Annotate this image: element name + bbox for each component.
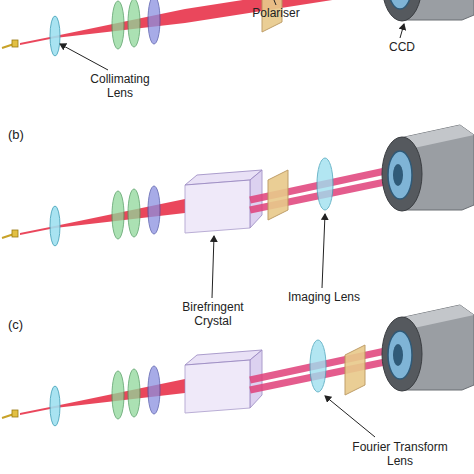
part-label: CCD (382, 40, 422, 54)
part-label: Collimating Lens (82, 72, 158, 100)
birefringent-crystal (185, 170, 390, 233)
ccd-camera (382, 125, 474, 211)
source-and-lenses (2, 0, 185, 56)
source-and-lenses (2, 186, 185, 246)
panel-b (2, 125, 474, 246)
panel-a (2, 0, 474, 56)
polariser (268, 170, 288, 220)
panel-c (2, 305, 474, 426)
leader-line (60, 44, 108, 70)
part-label: Fourier Transform Lens (340, 440, 460, 468)
imaging-lens (317, 158, 333, 210)
panel-tag: (c) (8, 318, 42, 332)
panel-tag: (b) (8, 128, 42, 142)
source-and-lenses (2, 366, 185, 426)
ccd-camera (382, 0, 474, 21)
leader-line (400, 24, 404, 38)
leader-line (325, 396, 375, 437)
beam (185, 0, 390, 23)
polariser (345, 345, 365, 395)
ccd-camera (382, 305, 474, 391)
part-label: Birefringent Crystal (168, 300, 258, 328)
part-label: Polariser (246, 6, 306, 20)
leader-line (212, 236, 214, 298)
part-label: Imaging Lens (276, 290, 372, 304)
fourier-lens (310, 340, 326, 392)
leader-lines (60, 0, 404, 437)
leader-line (274, 0, 276, 5)
leader-line (322, 214, 325, 288)
